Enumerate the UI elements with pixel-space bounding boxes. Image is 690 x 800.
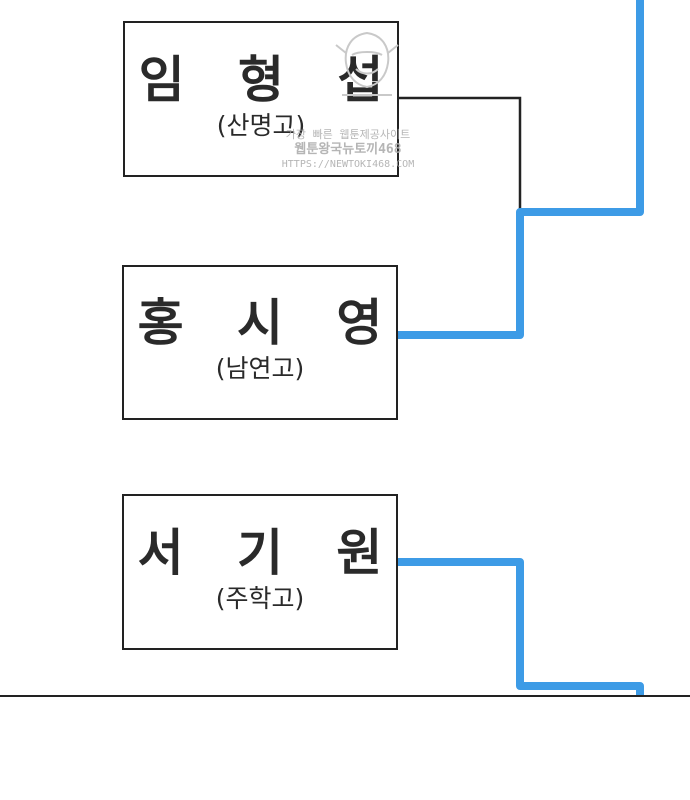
player-box-3: 서 기 원 (주학고) (122, 494, 398, 650)
watermark-emblem-icon (335, 31, 399, 96)
watermark: 가장 빠른 웹툰제공사이트 웹툰왕국뉴토끼468 HTTPS://NEWTOKI… (278, 128, 418, 171)
page-divider (0, 695, 690, 697)
player-school: (남연고) (215, 354, 305, 383)
winner-path-lower (394, 558, 644, 701)
player-name: 서 기 원 (137, 523, 401, 582)
player-school: (주학고) (215, 583, 305, 613)
watermark-site-name: 웹툰왕국뉴토끼468 (294, 142, 402, 157)
winner-path-upper (394, 0, 644, 339)
player-box-1: 임 형 섭 (산명고) (123, 21, 399, 177)
player-school: (산명고) (216, 110, 306, 140)
player-name: 임 형 섭 (138, 50, 402, 109)
watermark-tagline: 가장 빠른 웹툰제공사이트 (285, 128, 411, 141)
blank-area (0, 697, 690, 800)
player-name: 홍 시 영 (137, 294, 401, 352)
watermark-url: HTTPS://NEWTOKI468.COM (281, 159, 415, 170)
player-box-2: 홍 시 영 (남연고) (122, 265, 398, 420)
